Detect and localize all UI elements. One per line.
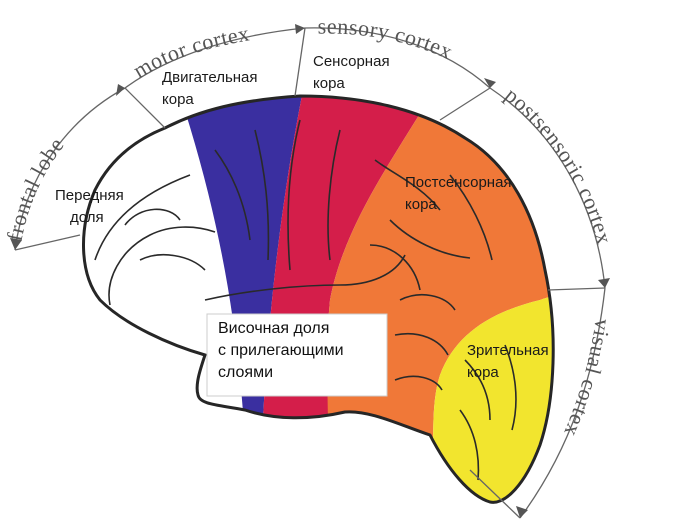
motor-arc-line (124, 27, 306, 89)
postsensory-cortex-region (327, 96, 554, 503)
visual-arc-line (519, 287, 606, 519)
postsensory-region-label-1: Постсенсорная (405, 174, 512, 191)
visual-cortex-region (433, 290, 554, 503)
visual-cortex-arc-label: visual cortex (559, 317, 615, 440)
visual-region-label-2: кора (467, 364, 499, 381)
frontal-arc-line (14, 87, 126, 251)
gyri-lines (94, 119, 517, 481)
postsensory-arc-line (489, 87, 606, 289)
motor-region-label-2: кора (162, 91, 194, 108)
temporal-label-box (206, 313, 388, 397)
arc-arrowheads (10, 24, 610, 518)
temporal-label-line-1: Височная доля (218, 320, 329, 337)
sensory-arc-line (304, 27, 491, 89)
sensory-region-label-2: кора (313, 75, 345, 92)
temporal-label-line-2: с прилегающими (218, 342, 344, 359)
frontal-region-label-1: Передняя (55, 187, 124, 204)
motor-cortex-region (175, 96, 305, 440)
motor-region-label-1: Двигательная (162, 69, 258, 86)
visual-region-label-1: Зрительная (467, 342, 549, 359)
sensory-region-label-1: Сенсорная (313, 53, 390, 70)
dimension-arcs (14, 27, 606, 519)
brain-outline (82, 94, 555, 504)
postsensory-region-label-2: кора (405, 196, 437, 213)
frontal-region-label-2: доля (70, 209, 104, 226)
temporal-label-line-3: слоями (218, 364, 273, 381)
